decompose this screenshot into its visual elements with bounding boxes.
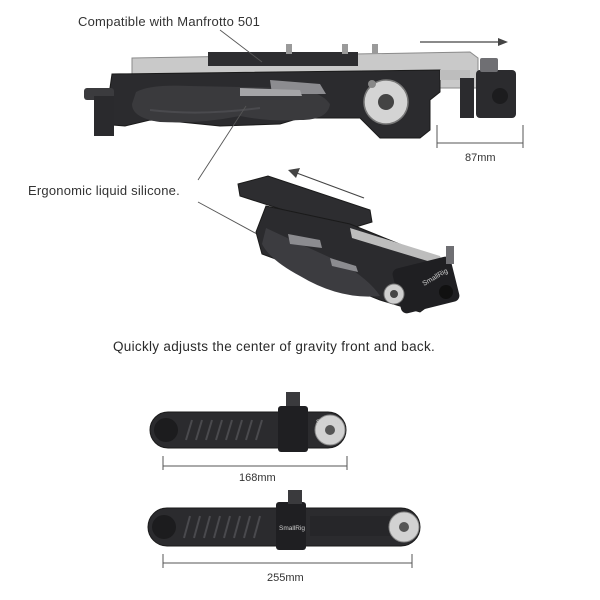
callout-ergonomic: Ergonomic liquid silicone. (28, 183, 180, 198)
top-shoulder-mount (84, 44, 516, 139)
dimension-top-extension: 87mm (465, 152, 496, 164)
short-extension-bar (149, 392, 347, 452)
dimension-long-length: 255mm (267, 572, 304, 584)
brand-logo-long: SmallRig (279, 525, 305, 532)
callout-compatible: Compatible with Manfrotto 501 (78, 14, 261, 29)
long-extension-bar (147, 490, 421, 550)
dimension-short-length: 168mm (239, 472, 276, 484)
slide-arrow-middle (293, 171, 365, 199)
callout-gravity: Quickly adjusts the center of gravity fr… (113, 339, 436, 354)
middle-shoulder-mount: SmallRig (237, 175, 460, 314)
brand-logo-short: SmallRig (316, 419, 342, 426)
